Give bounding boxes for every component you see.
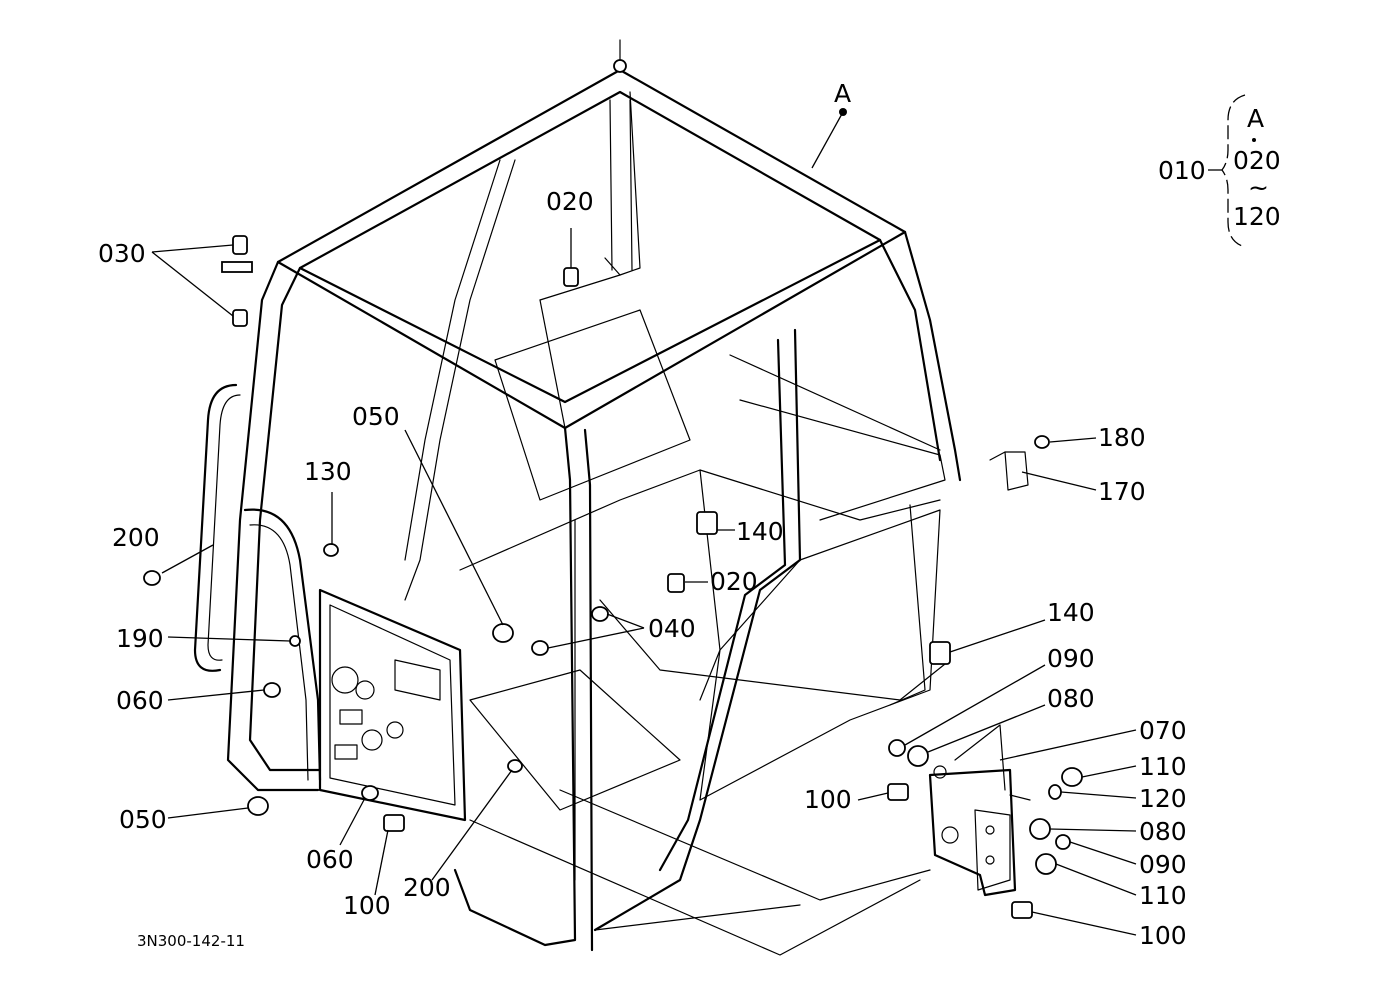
callout-080-bottom: 080 xyxy=(1139,817,1187,846)
callout-labels: 030 020 A 050 130 200 190 060 050 060 10… xyxy=(98,79,1187,950)
callout-120: 120 xyxy=(1139,784,1187,813)
callout-110-bottom: 110 xyxy=(1139,881,1187,910)
callout-080-top: 080 xyxy=(1047,684,1095,713)
callout-200-bottom: 200 xyxy=(403,873,451,902)
callout-130: 130 xyxy=(304,457,352,486)
callout-A: A xyxy=(834,79,851,108)
callout-170: 170 xyxy=(1098,477,1146,506)
leader-lines xyxy=(151,111,1137,936)
callout-040: 040 xyxy=(648,614,696,643)
callout-070: 070 xyxy=(1139,716,1187,745)
callout-200-left: 200 xyxy=(112,523,160,552)
callout-030: 030 xyxy=(98,239,146,268)
cab-frame xyxy=(193,39,1031,956)
callout-060-left: 060 xyxy=(116,686,164,715)
legend-to-120: 120 xyxy=(1233,202,1281,231)
callout-090-bottom: 090 xyxy=(1139,850,1187,879)
callout-050-top: 050 xyxy=(352,402,400,431)
callout-190: 190 xyxy=(116,624,164,653)
callout-180: 180 xyxy=(1098,423,1146,452)
callout-100-right: 100 xyxy=(1139,921,1187,950)
parts xyxy=(143,108,1256,919)
callout-140-right: 140 xyxy=(1047,598,1095,627)
legend-parent-010: 010 xyxy=(1158,156,1206,185)
callout-060-bottom: 060 xyxy=(306,845,354,874)
drawing-number: 3N300-142-11 xyxy=(137,932,245,950)
callout-020-top: 020 xyxy=(546,187,594,216)
callout-050-bottom: 050 xyxy=(119,805,167,834)
legend-top-A: A xyxy=(1247,104,1264,133)
legend-from-020: 020 xyxy=(1233,146,1281,175)
callout-140-mid: 140 xyxy=(736,517,784,546)
callout-110-top: 110 xyxy=(1139,752,1187,781)
callout-100-bottom: 100 xyxy=(343,891,391,920)
assembly-legend: 010 A 020 ~ 120 xyxy=(1158,94,1281,248)
callout-100-mid: 100 xyxy=(804,785,852,814)
legend-tilde: ~ xyxy=(1248,173,1269,202)
callout-020-mid: 020 xyxy=(710,567,758,596)
callout-090-top: 090 xyxy=(1047,644,1095,673)
